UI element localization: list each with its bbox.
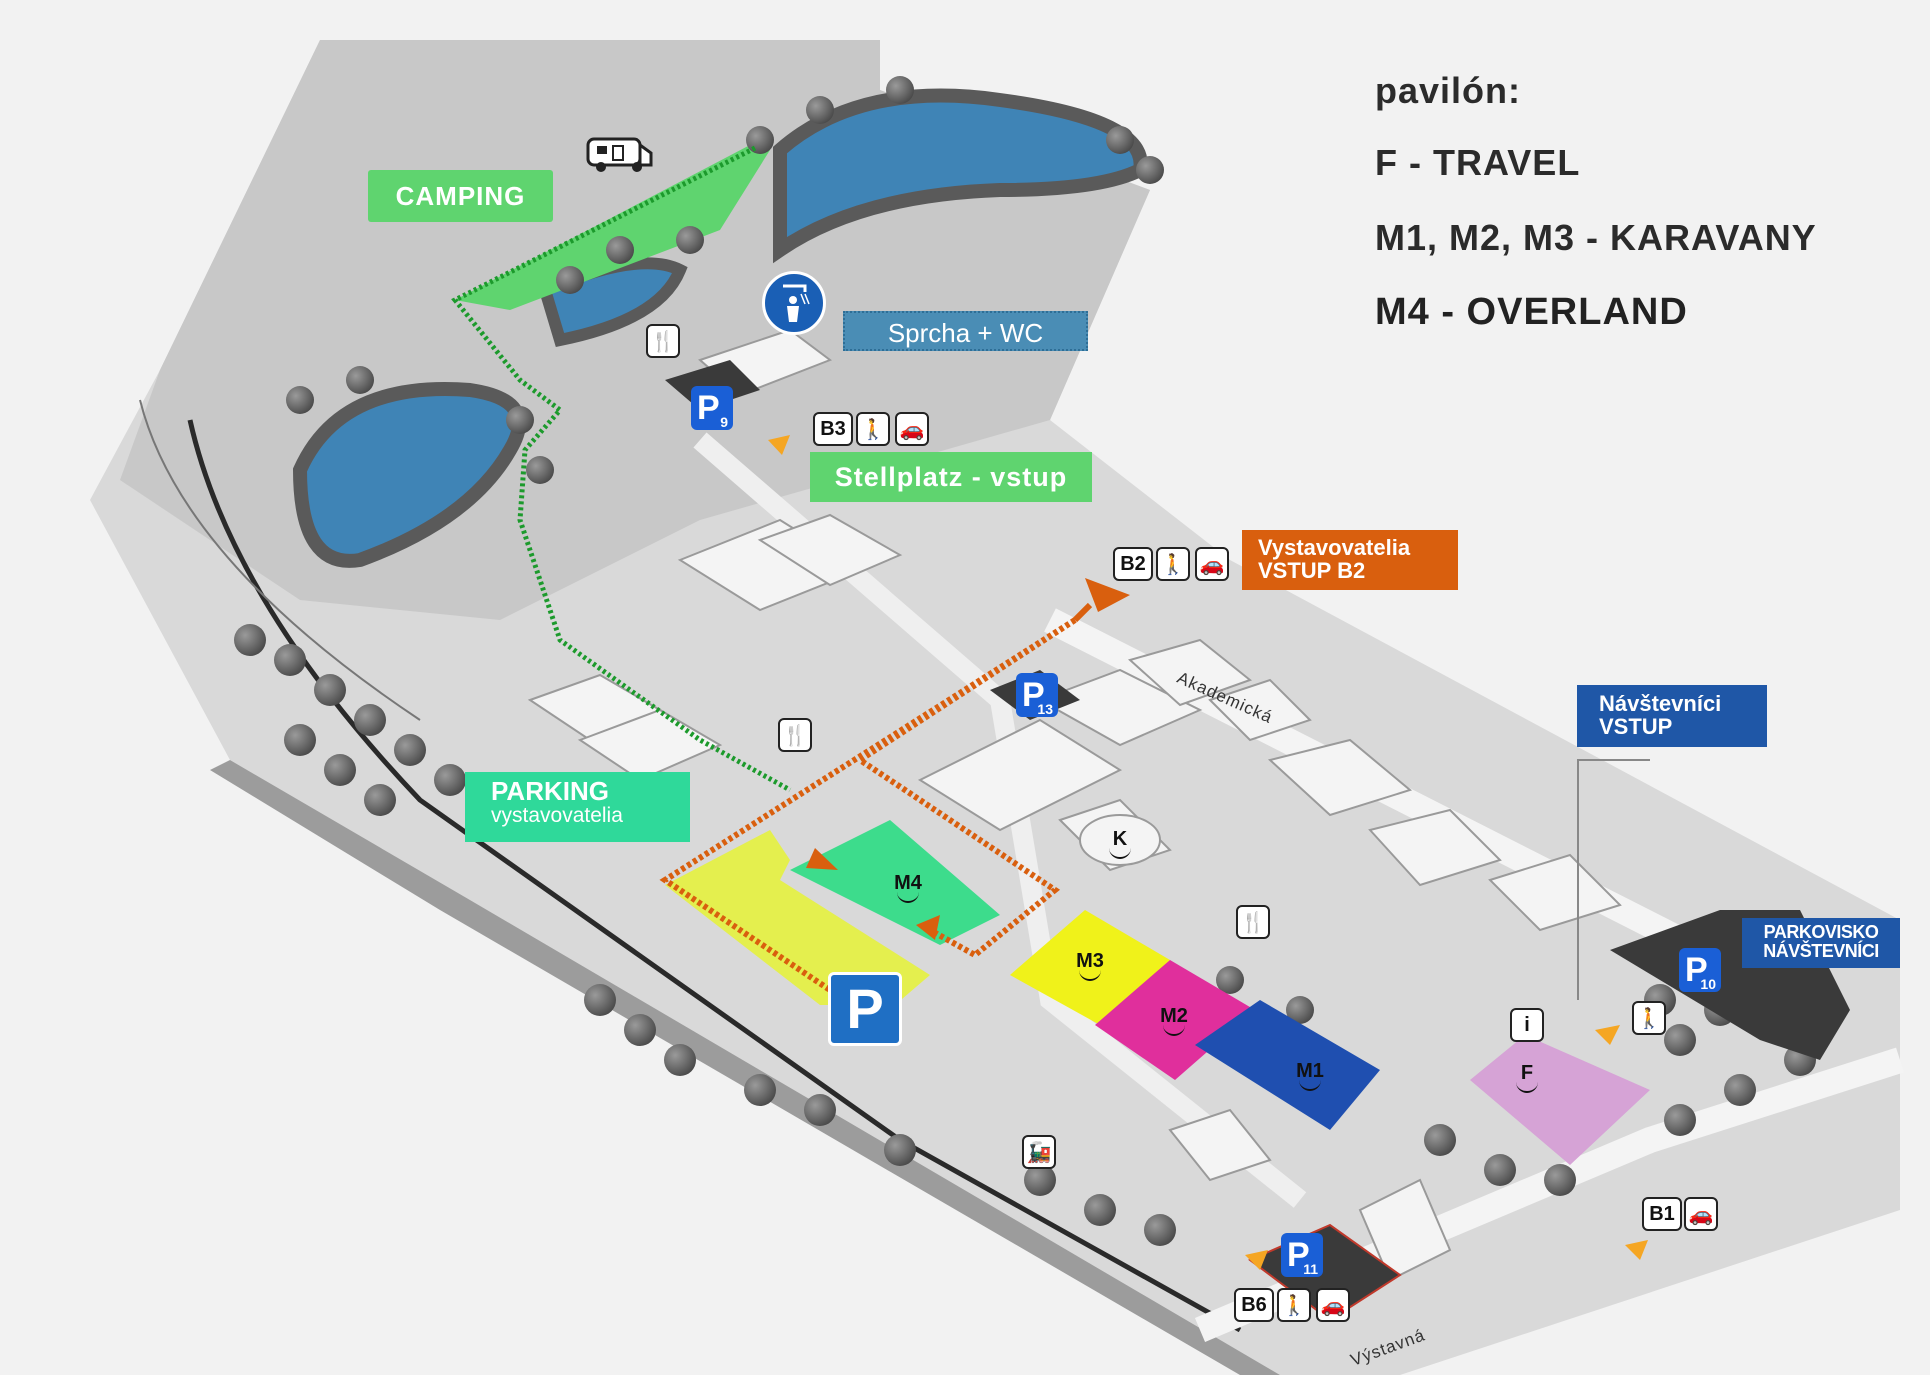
pavilion-m1-shape	[1195, 1000, 1380, 1130]
visitors-entry-line2: VSTUP	[1599, 714, 1673, 740]
camping-area	[455, 145, 770, 310]
gate-b1-label: B1	[1642, 1197, 1682, 1231]
gate-marker-b6	[1245, 1250, 1268, 1270]
parking-lot-p9	[665, 360, 760, 410]
parking-number: 11	[1303, 1261, 1318, 1277]
car-icon: 🚗	[895, 412, 929, 446]
legend-karavany: M1, M2, M3 - KARAVANY	[1375, 217, 1817, 258]
parking-exhibitors-line2: vystavovatelia	[491, 804, 623, 828]
parking-letter: P	[1022, 676, 1045, 714]
pedestrian-icon: 🚶	[1277, 1288, 1311, 1322]
camping-route	[451, 145, 792, 793]
restaurant-icon: 🍴	[646, 324, 680, 358]
visitor-parking-line1: PARKOVISKO	[1763, 922, 1879, 942]
legend-overland: M4 - OVERLAND	[1375, 291, 1688, 333]
route-arrow-m4-right	[916, 915, 940, 940]
parking-letter: P	[1287, 1236, 1310, 1274]
visitors-entry-line1: Návštevníci	[1599, 691, 1722, 716]
stellplatz-label: Stellplatz - vstup	[810, 452, 1092, 502]
legend-f: F - TRAVEL	[1375, 142, 1581, 183]
visitor-parking-label: PARKOVISKO NÁVŠTEVNÍCI	[1742, 918, 1900, 968]
legend-title: pavilón:	[1375, 70, 1522, 111]
exhibitor-route	[659, 617, 1077, 993]
exhibitor-parking-yellow	[665, 830, 930, 1005]
exhibitors-entry-line1: Vystavovatelia	[1258, 535, 1411, 560]
restaurant-icon: 🍴	[778, 718, 812, 752]
gate-marker-b1	[1625, 1240, 1648, 1260]
gate-marker-b3	[768, 435, 790, 455]
gate-b2-label: B2	[1113, 547, 1153, 581]
camping-label: CAMPING	[368, 170, 553, 222]
exhibitor-route-entry	[1072, 602, 1093, 623]
shower-icon-svg	[783, 284, 810, 322]
shower-label: Sprcha + WC	[843, 311, 1088, 351]
parking-number: 10	[1700, 976, 1716, 992]
pavilion-m3-label: M3	[1070, 950, 1110, 981]
pavilion-m1-label: M1	[1290, 1060, 1330, 1091]
exhibitor-parking-sign: P	[828, 972, 902, 1046]
lake-lower	[292, 382, 526, 568]
car-icon: 🚗	[1195, 547, 1229, 581]
visitor-parking-line2: NÁVŠTEVNÍCI	[1763, 940, 1879, 961]
parking-exhibitors-line1: PARKING	[491, 776, 609, 806]
shower-icon	[762, 271, 826, 335]
pedestrian-icon: 🚶	[1156, 547, 1190, 581]
pavilion-f-label: F	[1515, 1062, 1539, 1093]
parking-number: 9	[720, 414, 728, 430]
camper-icon	[585, 133, 657, 175]
visitors-entry-label: Návštevníci VSTUP	[1577, 685, 1767, 747]
visitor-entry-pointer	[1577, 759, 1650, 1000]
parking-letter: P	[697, 389, 720, 427]
route-arrow-b2	[1085, 578, 1130, 612]
exhibitors-entry-line2: VSTUP B2	[1258, 558, 1366, 584]
pavilion-k-label: K	[1108, 828, 1132, 859]
road-inner	[139, 399, 421, 721]
gate-b6-label: B6	[1234, 1288, 1274, 1322]
gate-marker-visitors	[1595, 1025, 1620, 1045]
car-icon: 🚗	[1316, 1288, 1350, 1322]
buildings	[527, 328, 1622, 1282]
railway-line	[187, 419, 1242, 1333]
parking-letter: P	[1685, 951, 1708, 989]
train-icon: 🚂	[1022, 1135, 1056, 1169]
car-icon: 🚗	[1684, 1197, 1718, 1231]
parking-exhibitors-label: PARKING vystavovatelia	[465, 772, 690, 842]
restaurant-icon: 🍴	[1236, 905, 1270, 939]
exhibitors-entry-label: Vystavovatelia VSTUP B2	[1242, 530, 1458, 590]
pavilion-m4-label: M4	[888, 872, 928, 903]
pedestrian-icon: 🚶	[856, 412, 890, 446]
ground-plate-shadow-edge	[210, 760, 1280, 1375]
parking-number: 13	[1037, 701, 1053, 717]
gate-b3-label: B3	[813, 412, 853, 446]
route-arrow-m4-left	[806, 848, 838, 870]
info-icon: i	[1510, 1008, 1544, 1042]
camper-icon-svg	[586, 137, 653, 172]
pavilion-m2-label: M2	[1154, 1005, 1194, 1036]
pedestrian-icon: 🚶	[1632, 1001, 1666, 1035]
